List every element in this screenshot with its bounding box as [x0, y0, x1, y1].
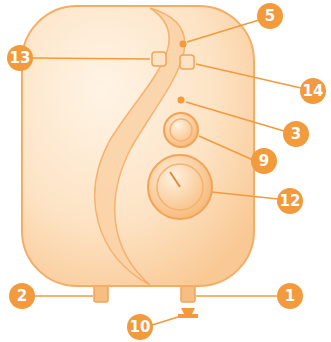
callout-number: 14 — [303, 84, 324, 99]
large-knob — [148, 155, 212, 219]
callout-number: 12 — [280, 194, 301, 209]
callout-number: 2 — [17, 289, 27, 304]
fitting — [178, 314, 198, 318]
callout-number: 13 — [10, 51, 31, 66]
callout-discs — [7, 3, 326, 340]
large-knob-ring — [157, 164, 203, 210]
callout-number: 10 — [130, 320, 151, 335]
callout-number: 9 — [259, 154, 269, 169]
small-knob — [164, 113, 198, 147]
heater-body — [22, 6, 254, 286]
decorative-swoosh — [95, 8, 185, 285]
knob-pointer — [170, 172, 180, 187]
power-switch — [152, 52, 166, 66]
callout-number: 3 — [291, 127, 301, 142]
leader-lines — [32, 20, 301, 325]
fitting — [181, 308, 195, 314]
reset-switch — [180, 55, 194, 69]
callout-number: 1 — [285, 289, 295, 304]
indicator-lamp — [180, 41, 187, 48]
callout-number: 5 — [265, 9, 275, 24]
small-knob-ring — [170, 119, 192, 141]
indicator-lamp — [178, 97, 185, 104]
